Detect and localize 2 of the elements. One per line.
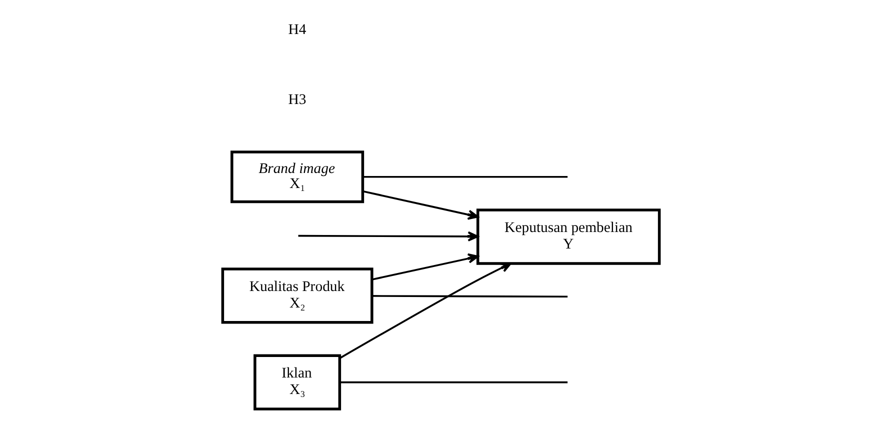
- label: H3: [288, 92, 306, 108]
- label: H4: [288, 22, 306, 38]
